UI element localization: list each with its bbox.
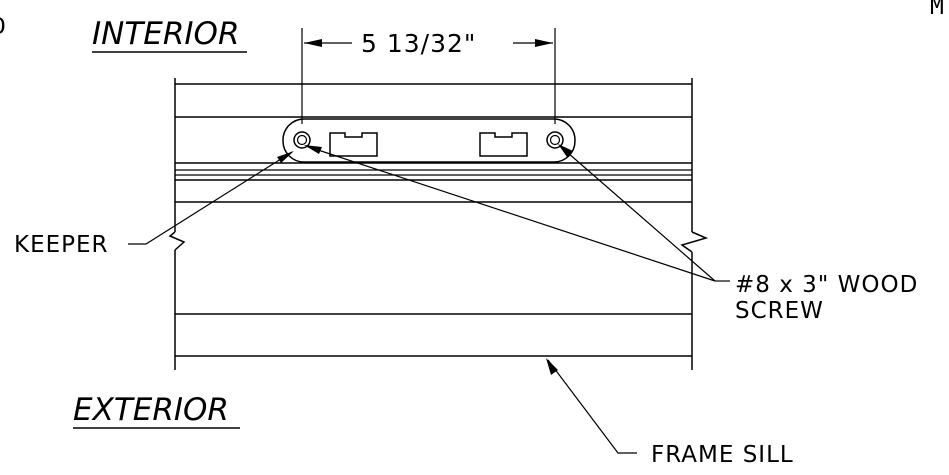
screw-hole-right-outer [546,131,564,149]
keeper-leader-arrow [277,151,294,163]
dimension-arrow-right [535,39,553,47]
frame-sill-leader [547,359,637,454]
screw-leader-to-left [305,145,716,282]
exterior-title: EXTERIOR [73,392,229,428]
left-edge-fragment: D [0,14,7,40]
right-edge-fragment: M [930,0,945,20]
screw-leader-to-right [559,145,716,282]
dimension-text: 5 13/32" [361,29,476,58]
keeper-label: KEEPER [14,232,109,258]
interior-title: INTERIOR [92,16,239,52]
frame-sill-leader-arrow [546,358,558,375]
break-symbol-left [168,231,186,251]
keeper-leader [128,151,293,245]
screw-hole-left-inner [296,134,308,146]
keeper-slot-right [479,132,528,157]
screw-label-line1: #8 x 3" WOOD [735,272,918,298]
screw-hole-left-outer [293,131,311,149]
frame-sill-label: FRAME SILL [651,442,794,468]
screw-leader-arrow-right [558,144,573,157]
keeper-plate [282,118,576,163]
dimension-arrow-left [304,39,322,47]
screw-hole-right-inner [549,134,561,146]
break-symbol-right [680,231,709,253]
keeper-slot-left [329,132,378,157]
screw-leader-arrow-left [304,145,322,154]
screw-label-line2: SCREW [735,298,824,324]
